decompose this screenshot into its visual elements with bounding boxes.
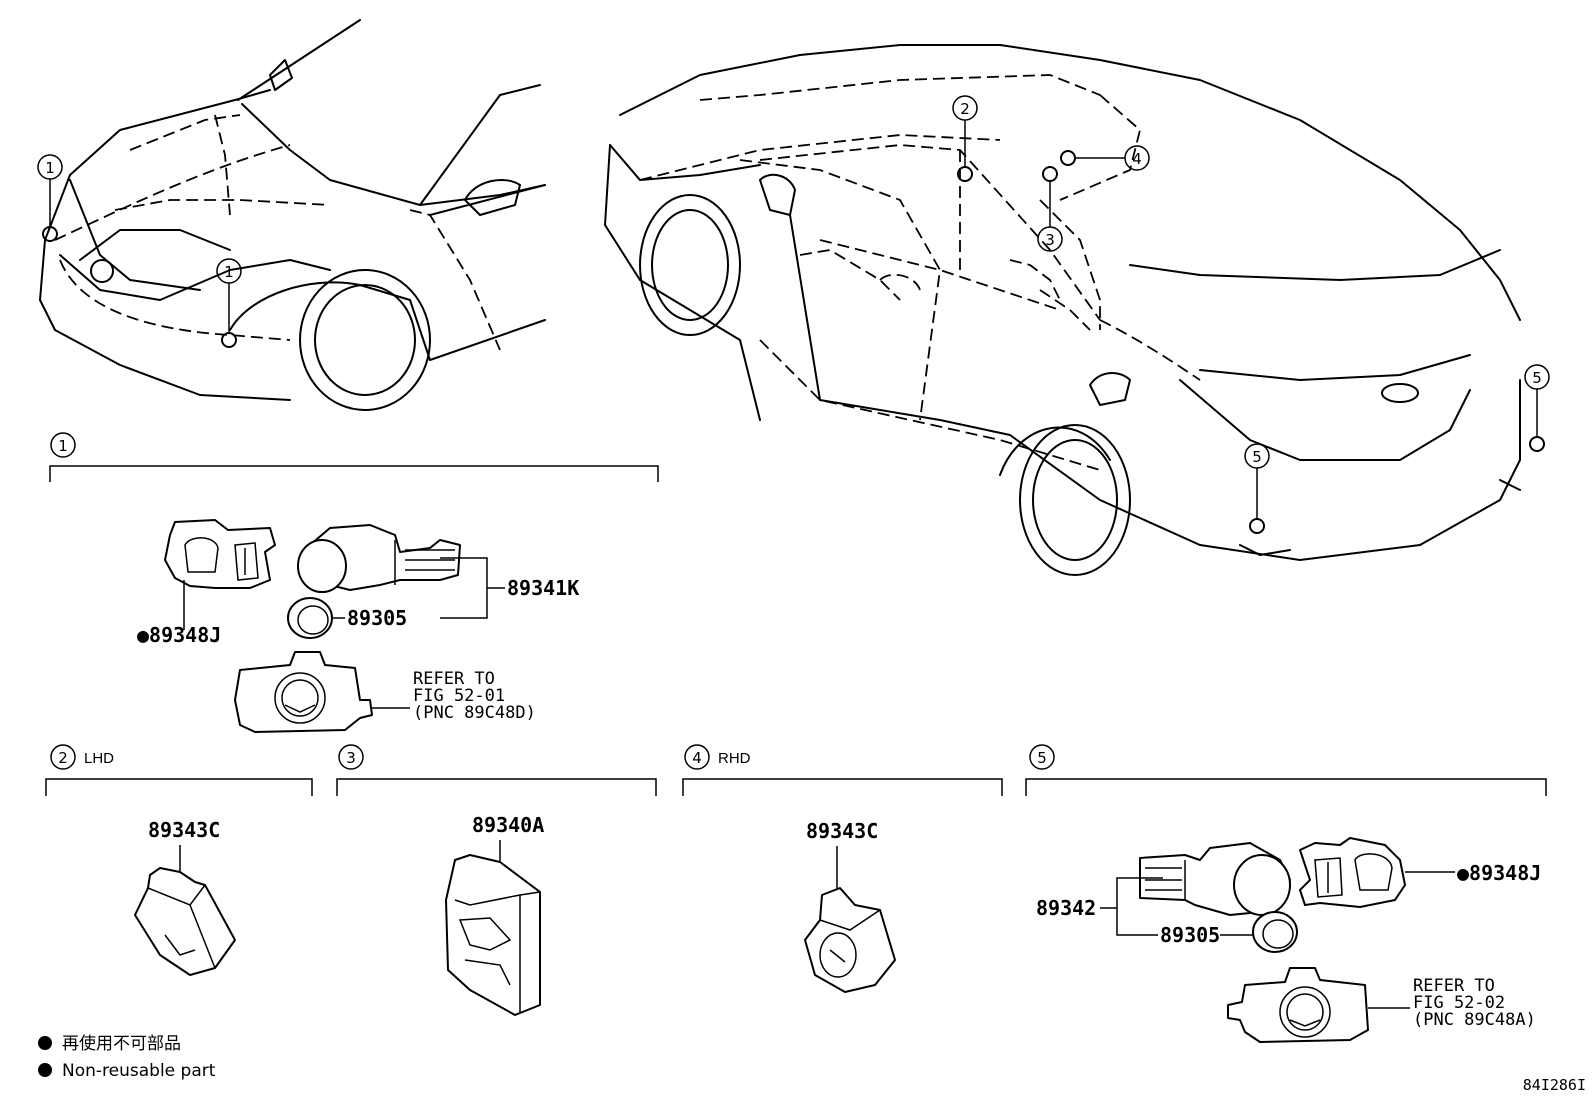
retainer-89348j-front: [164, 519, 276, 630]
part-number-89305-rear: 89305: [1160, 923, 1220, 947]
svg-text:3: 3: [1045, 231, 1055, 249]
bracket-rear: [1227, 967, 1369, 1043]
part-number-89348j-rear: ●89348J: [1457, 861, 1541, 885]
callout-rear-left: 5: [1244, 443, 1270, 534]
svg-text:5: 5: [1252, 448, 1262, 466]
ring-89305-front: [287, 597, 333, 639]
section-2-label: LHD: [84, 750, 114, 767]
sensor-89342: [1139, 842, 1291, 916]
section-4-label: RHD: [718, 750, 751, 767]
svg-text:2: 2: [960, 100, 970, 118]
computer-89340a: [445, 854, 541, 1016]
legend-japanese: 再使用不可部品: [62, 1033, 181, 1054]
section-5: 5 89342 89305 ●89348J: [1025, 744, 1547, 1043]
sensor-89341k: [297, 524, 461, 593]
part-number-89343c-rhd: 89343C: [806, 819, 878, 843]
svg-text:5: 5: [1532, 369, 1542, 387]
callout-front-left: 1: [37, 154, 63, 242]
legend-english: Non-reusable part: [62, 1061, 216, 1081]
legend-bullet-icon: [38, 1036, 52, 1050]
ring-89305-rear: [1252, 911, 1298, 953]
part-number-89305-front: 89305: [347, 606, 407, 630]
callout-front-right: 1: [216, 258, 242, 348]
sensor-89343c-rhd: [804, 887, 896, 993]
section-3: 3 89340A: [336, 744, 657, 1016]
section-1: 1 ●89348J 89341K 89305: [49, 432, 659, 733]
sensor-89343c-lhd: [134, 867, 236, 976]
part-number-89340a: 89340A: [472, 813, 544, 837]
svg-text:1: 1: [45, 159, 55, 177]
bracket-front: [234, 651, 373, 733]
part-number-89348j-front: ●89348J: [137, 623, 221, 647]
callout-inner: 3: [1037, 166, 1063, 252]
svg-text:3: 3: [346, 749, 356, 767]
legend: 再使用不可部品 Non-reusable part: [38, 1033, 216, 1081]
rear-car-illustration: [604, 44, 1521, 576]
section-2: 2 LHD 89343C: [45, 744, 313, 976]
svg-text:5: 5: [1037, 749, 1047, 767]
svg-text:1: 1: [224, 263, 234, 281]
callout-pillar: 2: [952, 95, 978, 182]
svg-text:1: 1: [58, 437, 68, 455]
svg-text:4: 4: [692, 749, 702, 767]
legend-bullet-icon: [38, 1063, 52, 1077]
retainer-89348j-rear: [1299, 837, 1406, 908]
svg-text:4: 4: [1132, 150, 1142, 168]
part-number-89343c-lhd: 89343C: [148, 818, 220, 842]
svg-text:2: 2: [58, 749, 68, 767]
callout-rear-right: 5: [1524, 364, 1550, 452]
callout-roof: 4: [1060, 145, 1150, 171]
refer-note-rear: REFER TO FIG 52-02 (PNC 89C48A): [1413, 976, 1536, 1030]
part-number-89341k: 89341K: [507, 576, 579, 600]
front-car-illustration: [39, 19, 546, 411]
figure-code: 84I286I: [1523, 1076, 1586, 1094]
section-4: 4 RHD 89343C: [682, 744, 1003, 993]
refer-note-front: REFER TO FIG 52-01 (PNC 89C48D): [413, 669, 536, 723]
part-number-89342: 89342: [1036, 896, 1096, 920]
